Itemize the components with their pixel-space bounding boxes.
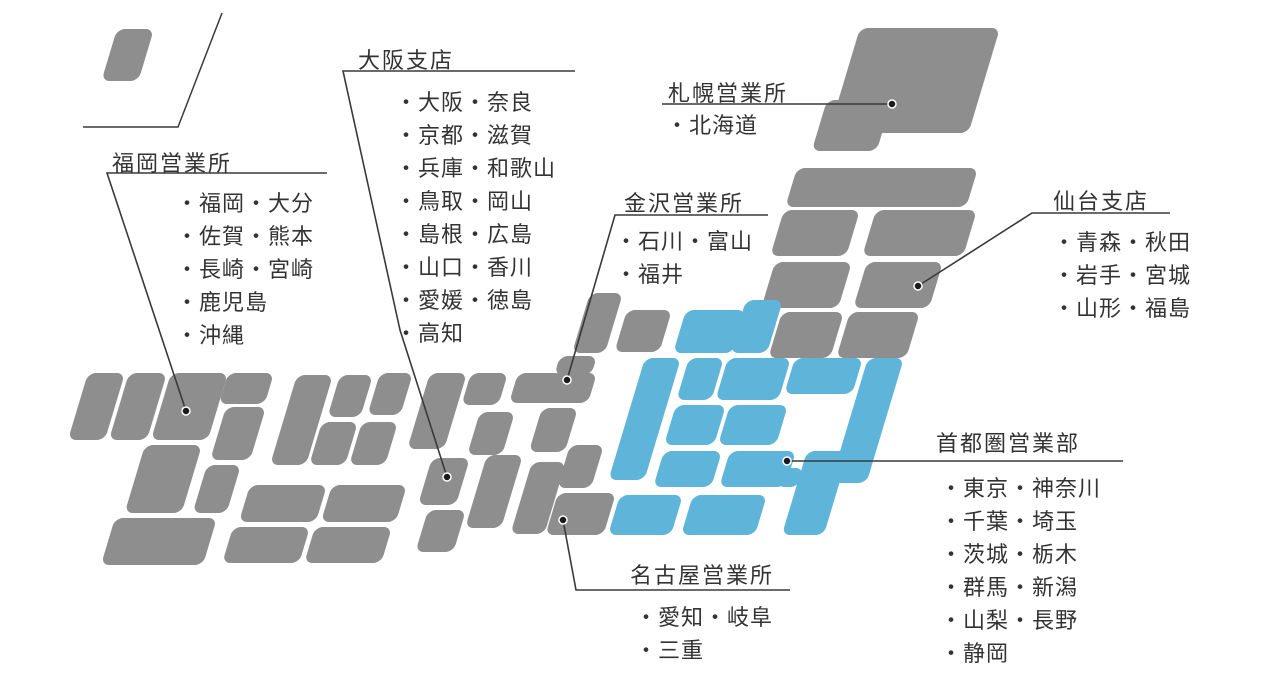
map-tile-osaka [409,373,465,449]
leader-line-nagoya [562,519,790,591]
map-tile-osaka [369,373,411,415]
map-tile-shutoken [666,405,724,445]
leader-dot-sapporo [887,99,897,109]
map-tile-osaka [311,422,356,465]
map-tile-sendai [770,312,842,358]
map-tile-fukuoka [220,373,272,404]
map-tile-fukuoka [126,445,200,513]
map-tile-shutoken [678,358,722,400]
map-tile-sendai [763,262,850,308]
map-tile-sendai [855,262,941,308]
map-tile-osaka [463,373,506,405]
map-tile-osaka [419,458,468,505]
leader-line-osaka [342,70,575,478]
leader-line-sendai [917,212,1170,287]
map-tile-osaka [306,527,390,563]
map-tile-osaka [329,375,371,417]
map-tile-osaka [224,527,308,563]
map-tile-shutoken [721,451,794,487]
map-tile-sendai [838,312,918,358]
map-tile-sapporo [813,100,890,151]
map-tile-osaka [351,422,396,465]
map-tile-kanazawa [574,293,621,353]
map-tile-kanazawa [616,310,670,352]
map-tile-shutoken [655,451,720,487]
map-tile-fukuoka [194,465,239,513]
map-tile-kanazawa [556,356,595,375]
leader-dot-nagoya [558,515,568,525]
leader-dot-fukuoka [181,406,191,416]
leader-dot-shutoken [782,456,792,466]
map-tile-shutoken [717,358,789,400]
map-tile-sendai [772,210,858,256]
map-tile-osaka [467,455,521,528]
map-tile-sendai [864,210,975,256]
map-tile-shutoken [786,358,861,394]
map-tile-shutoken [610,495,681,535]
map-tile-osaka [240,485,325,522]
map-tile-shutoken [783,451,847,535]
map-tile-shutoken [675,310,744,353]
map-tile-shutoken [683,495,765,535]
map-tile-fukuoka [212,407,264,460]
map-tile-kanazawa [530,408,576,452]
prefecture-tiles-layer [69,28,998,565]
leader-dot-kanazawa [562,375,572,385]
okinawa-inset-border [83,12,223,128]
map-tile-shutoken [832,358,902,483]
map-tile-osaka [322,485,405,522]
map-tile-shutoken [610,358,679,480]
map-tile-nagoya [559,445,602,488]
map-tile-shutoken [778,468,802,487]
leader-lines-layer [83,12,1170,591]
leader-dot-sendai [913,281,923,291]
map-tile-shutoken [732,300,781,353]
map-tile-nagoya [547,493,614,535]
map-tile-shutoken [720,405,786,445]
map-tile-fukuoka [110,373,165,440]
map-tile-fukuoka [152,373,226,440]
map-tile-sendai [787,168,976,207]
map-tile-osaka [469,412,513,455]
map-tile-nagoya [512,462,564,534]
skewed-tile-group [69,28,998,565]
map-tile-fukuoka [102,518,215,565]
map-tile-kanazawa [511,373,595,403]
map-tile-fukuoka [69,373,123,440]
map-tile-fukuoka [103,29,152,81]
leader-line-fukuoka [105,172,327,412]
map-tile-osaka [272,375,331,465]
map-tile-osaka [417,510,464,552]
leader-dots-layer [181,99,923,525]
leader-line-kanazawa [566,214,768,381]
leader-dot-osaka [442,472,452,482]
